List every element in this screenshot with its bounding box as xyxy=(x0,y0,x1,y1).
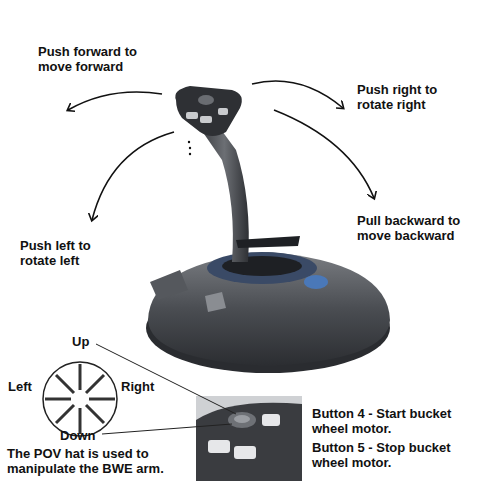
direction-label: Down xyxy=(60,428,95,443)
button-note: Button 5 - Stop bucket wheel motor. xyxy=(312,440,480,470)
note-text: The POV hat is used to manipulate the BW… xyxy=(7,446,207,476)
direction-label: Left xyxy=(8,379,32,394)
direction-label: Right xyxy=(121,379,154,394)
instruction-text: Push left to rotate left xyxy=(20,238,120,268)
instruction-text: Push forward to move forward xyxy=(38,44,168,74)
instruction-text: Pull backward to move backward xyxy=(357,213,477,243)
button-note: Button 4 - Start bucket wheel motor. xyxy=(312,406,480,436)
direction-label: Up xyxy=(72,334,89,349)
instruction-text: Push right to rotate right xyxy=(357,82,469,112)
